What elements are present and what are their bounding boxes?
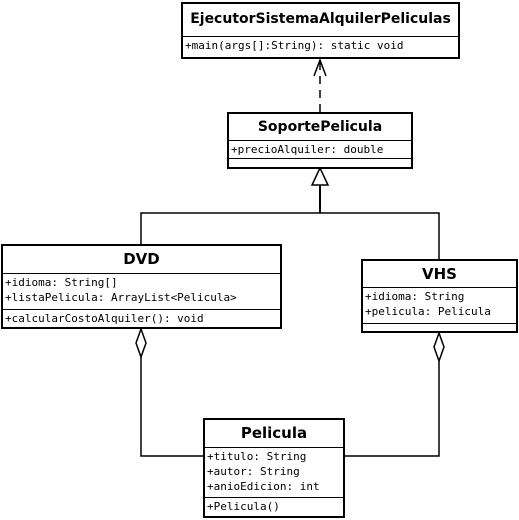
attributes-section: +idioma: String[] +listaPelicula: ArrayL… [3, 274, 280, 310]
generalization-branch-vhs [320, 212, 440, 259]
class-dvd: DVD +idioma: String[] +listaPelicula: Ar… [1, 244, 282, 329]
aggregation-diamond-vhs [433, 330, 445, 364]
class-vhs: VHS +idioma: String +pelicula: Pelicula [361, 259, 518, 333]
attribute-row: +precioAlquiler: double [231, 143, 384, 156]
class-soporte-pelicula: SoportePelicula +precioAlquiler: double [227, 112, 413, 169]
aggregation-diamond-dvd [135, 326, 147, 360]
attribute-row: +titulo: String [207, 450, 307, 463]
method-row: +Pelicula() [207, 500, 280, 513]
methods-section: +Pelicula() [205, 498, 343, 516]
attribute-row: +autor: String [207, 465, 300, 478]
attribute-row: +listaPelicula: ArrayList<Pelicula> [5, 291, 237, 304]
class-ejecutor: EjecutorSistemaAlquilerPeliculas +main(a… [181, 2, 460, 59]
attributes-section: +precioAlquiler: double [229, 141, 411, 159]
aggregation-line-vhs [344, 361, 440, 457]
generalization-triangle [310, 166, 330, 186]
class-pelicula: Pelicula +titulo: String +autor: String … [203, 418, 345, 518]
attribute-row: +anioEdicion: int [207, 480, 320, 493]
method-row: +main(args[]:String): static void [185, 39, 404, 52]
class-name: VHS [363, 261, 516, 288]
class-name: DVD [3, 246, 280, 274]
methods-section: +main(args[]:String): static void [183, 37, 458, 57]
class-name: SoportePelicula [229, 114, 411, 141]
class-name: Pelicula [205, 420, 343, 448]
method-row: +calcularCostoAlquiler(): void [5, 312, 204, 325]
attributes-section: +idioma: String +pelicula: Pelicula [363, 288, 516, 324]
attribute-row: +idioma: String[] [5, 276, 118, 289]
dependency-arrowhead [313, 57, 327, 77]
aggregation-line-dvd [140, 357, 204, 457]
methods-section [229, 159, 411, 167]
attribute-row: +pelicula: Pelicula [365, 305, 491, 318]
class-name: EjecutorSistemaAlquilerPeliculas [183, 4, 458, 37]
methods-section [363, 324, 516, 331]
generalization-branch-dvd [140, 212, 320, 244]
methods-section: +calcularCostoAlquiler(): void [3, 310, 280, 327]
attribute-row: +idioma: String [365, 290, 465, 303]
attributes-section: +titulo: String +autor: String +anioEdic… [205, 448, 343, 498]
